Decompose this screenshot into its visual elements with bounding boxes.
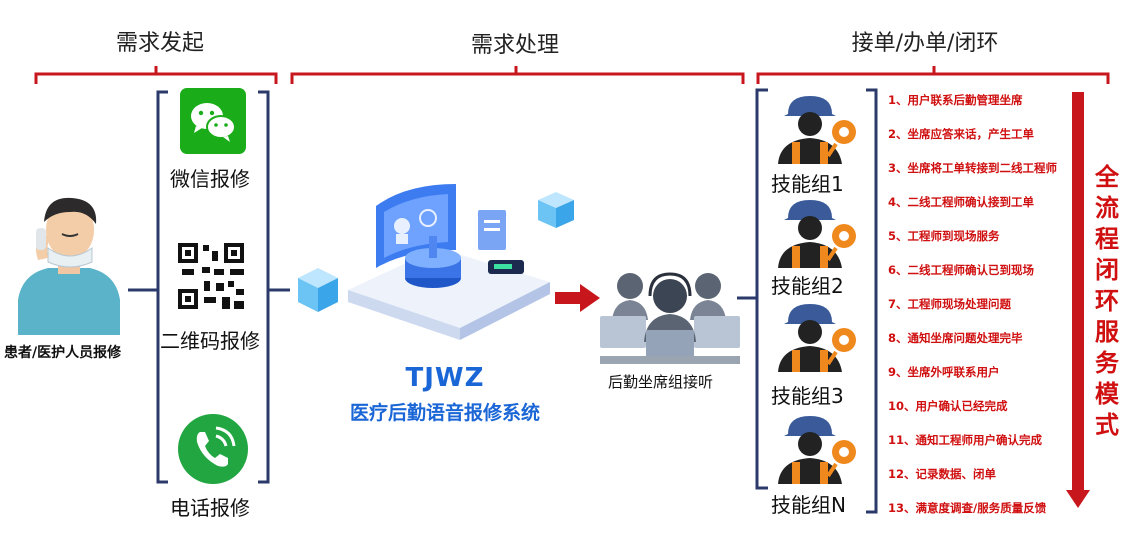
process-step: 6、二线工程师确认已到现场 bbox=[888, 263, 1035, 277]
system-brand: TJWZ bbox=[405, 363, 485, 393]
service-mode-char: 全 bbox=[1095, 163, 1119, 191]
process-step: 10、用户确认已经完成 bbox=[888, 399, 1008, 413]
service-mode-char: 程 bbox=[1095, 225, 1119, 253]
group-label-3: 技能组3 bbox=[771, 384, 844, 408]
group-label-1: 技能组1 bbox=[771, 172, 844, 196]
service-mode-char: 模 bbox=[1095, 380, 1119, 408]
group-label-2: 技能组2 bbox=[771, 274, 844, 298]
process-step: 1、用户联系后勤管理坐席 bbox=[888, 93, 1023, 107]
service-mode-char: 闭 bbox=[1095, 256, 1119, 284]
patient-label: 患者/医护人员报修 bbox=[4, 345, 122, 361]
qrcode-label: 二维码报修 bbox=[160, 329, 260, 353]
bracket-process bbox=[290, 66, 745, 84]
system-name: 医疗后勤语音报修系统 bbox=[349, 402, 540, 424]
flow-arrow-shaft bbox=[1072, 92, 1084, 492]
agents-icon bbox=[600, 272, 740, 364]
bracket-initiate bbox=[34, 66, 278, 84]
wechat-label: 微信报修 bbox=[170, 167, 250, 191]
patient-icon bbox=[18, 197, 120, 335]
process-step: 9、坐席外呼联系用户 bbox=[888, 365, 1000, 379]
wechat-icon bbox=[191, 103, 236, 142]
brace-steps bbox=[866, 88, 878, 514]
process-step: 2、坐席应答来话，产生工单 bbox=[888, 127, 1035, 141]
phone-channel bbox=[178, 414, 248, 484]
group-label-n: 技能组N bbox=[771, 493, 846, 517]
wechat-channel bbox=[180, 88, 246, 154]
engineer-icon bbox=[778, 304, 856, 372]
header-initiate: 需求发起 bbox=[115, 31, 204, 56]
bracket-close bbox=[756, 66, 1110, 84]
header-close: 接单/办单/闭环 bbox=[851, 31, 999, 56]
process-step: 5、工程师到现场服务 bbox=[888, 229, 1000, 243]
process-step: 4、二线工程师确认接到工单 bbox=[888, 195, 1035, 209]
process-step: 7、工程师现场处理问题 bbox=[888, 297, 1012, 311]
service-mode-char: 式 bbox=[1095, 411, 1119, 439]
process-step: 13、满意度调查/服务质量反馈 bbox=[888, 501, 1047, 515]
phone-icon bbox=[196, 426, 236, 467]
flow-arrow-head bbox=[1066, 490, 1090, 508]
service-mode-char: 务 bbox=[1095, 349, 1119, 377]
header-process: 需求处理 bbox=[470, 33, 559, 58]
engineer-icon bbox=[778, 96, 856, 164]
process-step: 12、记录数据、闭单 bbox=[888, 467, 997, 481]
brace-groups bbox=[755, 88, 768, 490]
service-mode-char: 环 bbox=[1095, 287, 1119, 315]
brace-channels-left bbox=[156, 90, 168, 484]
brace-channels-right bbox=[258, 90, 270, 484]
service-mode-char: 流 bbox=[1095, 194, 1119, 222]
service-mode-char: 服 bbox=[1095, 318, 1119, 346]
service-mode-label: 全 流 程 闭 环 服 务 模 式 bbox=[1092, 162, 1122, 441]
agents-label: 后勤坐席组接听 bbox=[608, 373, 714, 391]
engineer-icon bbox=[778, 200, 856, 268]
process-step: 11、通知工程师用户确认完成 bbox=[888, 433, 1043, 447]
engineer-icon bbox=[778, 416, 856, 484]
process-step: 8、通知坐席问题处理完毕 bbox=[888, 331, 1023, 345]
arrow-to-agents bbox=[555, 284, 600, 312]
system-platform-illustration bbox=[298, 184, 574, 340]
process-steps: 1、用户联系后勤管理坐席 2、坐席应答来话，产生工单 3、坐席将工单转接到二线工… bbox=[888, 92, 1068, 515]
process-step: 3、坐席将工单转接到二线工程师 bbox=[888, 161, 1057, 175]
phone-label: 电话报修 bbox=[170, 496, 250, 520]
qrcode-icon bbox=[178, 243, 244, 309]
